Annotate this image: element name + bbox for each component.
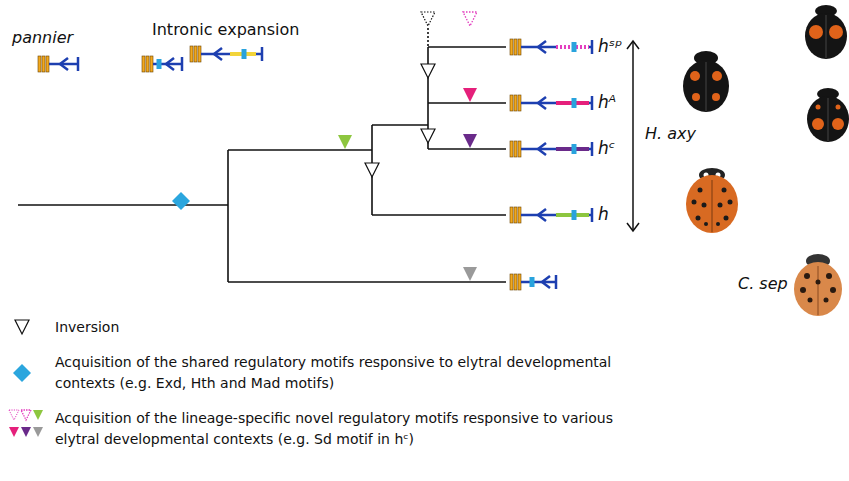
gene-icon xyxy=(190,46,262,62)
gene-icon xyxy=(510,141,592,157)
legend-entry: Inversion xyxy=(55,317,655,338)
gene-name: pannier xyxy=(12,28,73,48)
beetle-picture xyxy=(686,168,738,233)
species-label: C. sep xyxy=(738,274,788,294)
species-range-arrow xyxy=(627,41,639,231)
motif-arrowheads xyxy=(338,12,477,281)
beetle-picture xyxy=(683,51,729,112)
allele-label: h xyxy=(598,204,609,224)
legend-entry: Acquisition of the shared regulatory mot… xyxy=(55,352,655,394)
legend-text: Acquisition of the lineage-specific nove… xyxy=(55,410,613,447)
tree-branches xyxy=(18,28,506,282)
allele-label: hˢᵖ xyxy=(598,36,622,56)
species-label: H. axy xyxy=(645,124,696,144)
diamond-symbol xyxy=(13,364,31,382)
gene-icon xyxy=(510,95,592,111)
gene-icon xyxy=(142,56,182,72)
beetle-picture xyxy=(807,88,849,142)
allele-label: hᴬ xyxy=(598,92,616,112)
beetle-picture xyxy=(805,5,847,59)
legend-text: Acquisition of the shared regulatory mot… xyxy=(55,354,611,391)
inversion-marks xyxy=(365,12,435,177)
gene-icon xyxy=(38,56,78,72)
inversion-symbol xyxy=(15,320,29,334)
event-label: Intronic expansion xyxy=(152,20,299,40)
gene-icon xyxy=(510,207,592,223)
beetle-picture xyxy=(794,254,842,316)
gene-icon xyxy=(510,39,592,55)
motif-diamond xyxy=(172,192,190,210)
gene-icon xyxy=(510,274,556,290)
legend-entry: Acquisition of the lineage-specific nove… xyxy=(55,408,655,450)
legend-text: Inversion xyxy=(55,319,119,335)
arrowhead-symbols xyxy=(9,410,43,437)
allele-label: hᶜ xyxy=(598,138,615,158)
